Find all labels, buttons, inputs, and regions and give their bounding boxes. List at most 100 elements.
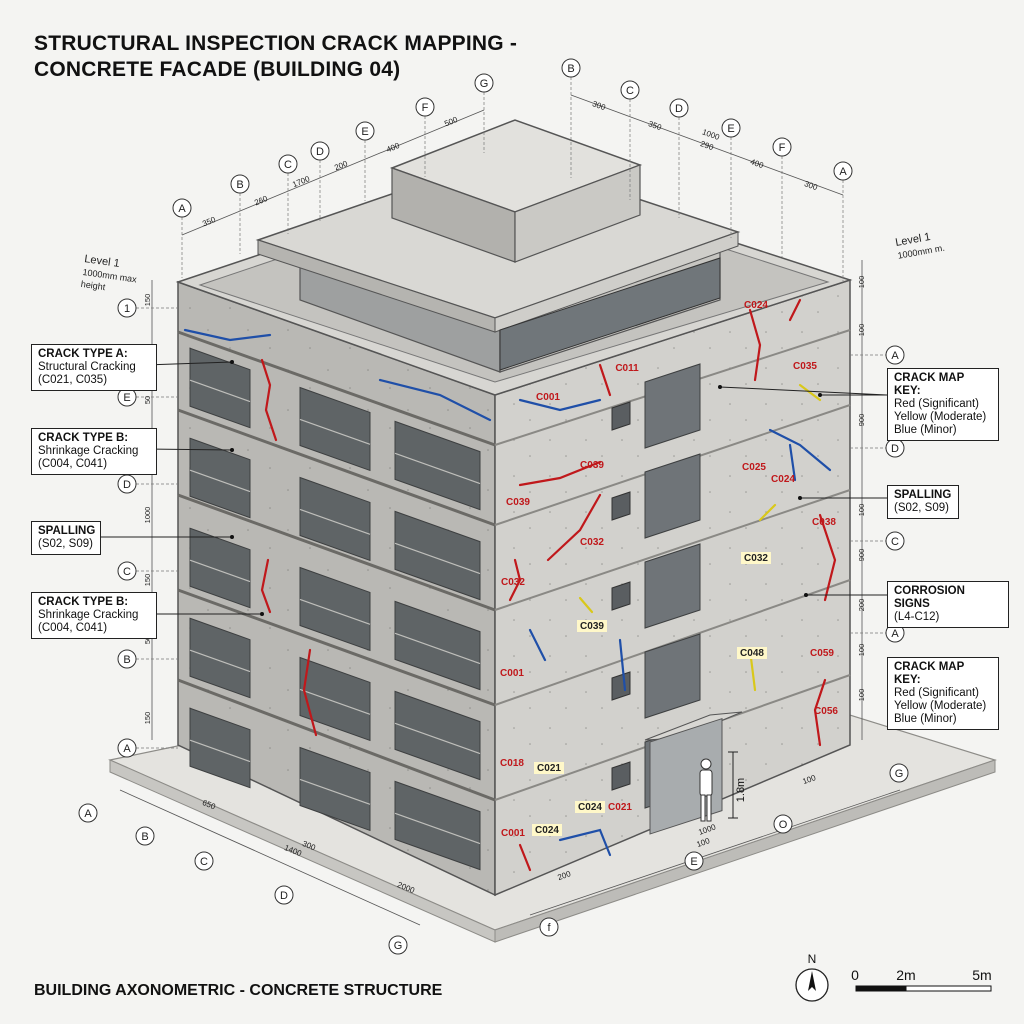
crack-minor	[518, 398, 602, 412]
left-floor-slab	[177, 493, 496, 612]
grid-bubble-left-level-label: D	[123, 479, 131, 491]
crack-significant	[518, 460, 602, 487]
balcony-rail	[189, 469, 251, 493]
callout-spalling-left-line1: (S02, S09)	[38, 538, 93, 550]
crack-label-yellow: C021	[537, 763, 561, 774]
sheet-title-line-1: STRUCTURAL INSPECTION CRACK MAPPING -	[34, 32, 518, 55]
grid-bubble-top-right-circle	[561, 58, 581, 78]
grid-bubble-bottom-left-circle	[388, 935, 408, 955]
callout-leaders	[92, 360, 888, 616]
callout-key-upper-head: CRACK MAP KEY:	[894, 372, 965, 397]
grid-bubble-left-level-label: B	[123, 654, 130, 666]
grid-bubble-top-left-circle	[230, 174, 250, 194]
callout-crack-type-b-lower-head: CRACK TYPE B:	[38, 596, 129, 608]
balcony-rail	[299, 418, 371, 445]
grid-bubble-top-left-label: A	[178, 203, 186, 215]
top-left-dim-line	[181, 109, 485, 236]
crack-moderate	[758, 503, 777, 522]
balcony-rail	[394, 812, 481, 845]
level-note-left: Level 1 1000mm max height	[80, 253, 138, 292]
right-floor-slab	[494, 489, 851, 611]
leader-dot	[230, 360, 234, 364]
grid-bubble-top-right-circle	[833, 161, 853, 181]
small-window	[611, 401, 631, 431]
crack-label-yellow: C039	[580, 621, 604, 632]
grid-bubble-left-level-label: C	[123, 566, 131, 578]
crack-label-yellow-bg	[737, 647, 767, 659]
crack-label-yellow: C024	[535, 825, 559, 836]
grid-bubble-bottom-left-label: C	[200, 856, 208, 868]
callout-crack-type-b-upper-line2: (C004, C041)	[38, 458, 108, 470]
balcony-rail	[394, 722, 481, 755]
leader-dot	[230, 535, 234, 539]
callout-key-lower-line1: Red (Significant)	[894, 687, 980, 699]
grid-bubble-left-level-label: A	[123, 743, 131, 755]
balcony-window	[394, 600, 481, 691]
balcony-window	[394, 510, 481, 601]
crack-significant	[818, 513, 837, 602]
callout-crack-map-key-lower: CRACK MAP KEY: Red (Significant) Yellow …	[887, 657, 999, 730]
balcony-window	[189, 527, 251, 609]
balcony-window	[394, 780, 481, 871]
bottom-right-dim-line	[529, 789, 901, 916]
sheet-footer-caption: BUILDING AXONOMETRIC - CONCRETE STRUCTUR…	[34, 982, 443, 999]
crack-label-yellow-bg	[532, 824, 562, 836]
level-note-left-line3: height	[80, 279, 106, 292]
crack-significant	[748, 308, 762, 382]
callout-crack-type-b-lower: CRACK TYPE B: Shrinkage Cracking (C004, …	[31, 592, 157, 639]
stair-window	[644, 543, 701, 629]
left-floor-slab	[177, 408, 496, 527]
crack-label-yellow-bg	[577, 620, 607, 632]
grid-bubble-top-left-circle	[278, 154, 298, 174]
grid-bubble-bottom-left-label: A	[84, 808, 92, 820]
dim-top-left: 500	[443, 115, 459, 129]
callout-key-upper-line2: Yellow (Moderate)	[894, 411, 987, 423]
dim-left-level: 150	[143, 294, 152, 307]
dimension-grid: ABCDEFG3502601700200400500BCDEFA30035010…	[78, 58, 909, 955]
grid-bubble-top-left-circle	[310, 141, 330, 161]
grid-bubble-left-level-label: 1	[124, 303, 130, 315]
crack-label-red: C025	[742, 462, 766, 473]
crack-significant	[302, 648, 318, 737]
dim-right-level: 200	[857, 599, 866, 612]
small-window	[611, 581, 631, 611]
grid-bubble-top-right-label: C	[626, 85, 634, 97]
dim-right-level: 100	[857, 504, 866, 517]
dim-top-right: 300	[591, 99, 607, 112]
balcony-rail	[299, 778, 371, 805]
small-window	[611, 761, 631, 791]
grid-bubble-top-left-label: C	[284, 159, 292, 171]
crack-label-red: C039	[580, 460, 604, 471]
balcony-rail	[299, 688, 371, 715]
callout-crack-map-key-upper: CRACK MAP KEY: Red (Significant) Yellow …	[887, 368, 999, 441]
bottom-left-dim-line	[119, 789, 421, 926]
sheet-title-line-2: CONCRETE FACADE (BUILDING 04)	[34, 58, 401, 81]
grid-bubble-bottom-right-circle	[539, 917, 559, 937]
crack-label-red: C039	[506, 497, 530, 508]
grid-bubble-right-level-label: A	[891, 350, 899, 362]
grid-bubble-top-right-label: A	[839, 166, 847, 178]
dim-left-level: 1000	[143, 507, 152, 524]
grid-bubble-top-left-circle	[474, 73, 494, 93]
grid-bubble-bottom-right-circle	[684, 851, 704, 871]
level-note-right: Level 1 1000mm m.	[894, 231, 945, 261]
dim-right-level: 100	[857, 276, 866, 289]
crack-labels: C011C001C039C039C032C032C001C018C021C001…	[500, 300, 838, 839]
dim-right-level: 900	[857, 414, 866, 427]
crack-significant	[508, 558, 522, 602]
balcony-rail	[394, 542, 481, 575]
stair-window	[644, 363, 701, 449]
callout-spalling-left-head: SPALLING	[38, 525, 96, 537]
callout-crack-type-a-line1: Structural Cracking	[38, 361, 136, 373]
balcony-rail	[299, 508, 371, 535]
roof-box-right	[514, 164, 641, 263]
crack-moderate	[798, 383, 822, 402]
grid-bubble-left-level-label: E	[123, 392, 130, 404]
crack-significant	[598, 363, 612, 397]
callout-key-upper-line1: Red (Significant)	[894, 398, 980, 410]
callout-corrosion-line1: (L4-C12)	[894, 611, 940, 623]
callout-crack-type-b-lower-line2: (C004, C041)	[38, 622, 108, 634]
callout-spalling-left: SPALLING (S02, S09)	[31, 521, 101, 555]
crack-label-red: C021	[608, 802, 632, 813]
